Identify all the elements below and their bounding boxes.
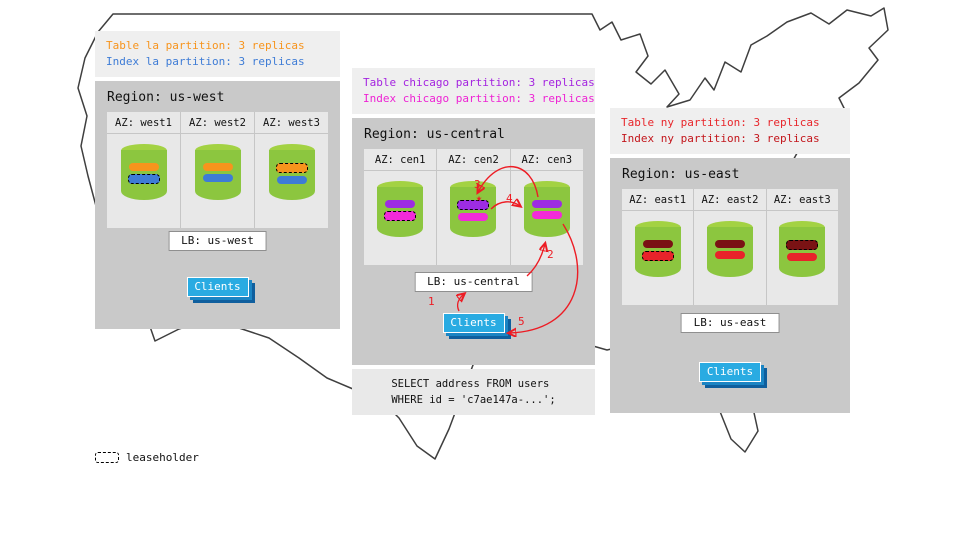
cylinder-body — [779, 227, 826, 277]
db-node-cylinder — [120, 144, 167, 200]
cylinder-body — [268, 150, 315, 200]
db-node-cylinder — [706, 221, 753, 277]
clients-us-east: Clients — [699, 362, 761, 382]
replica-bars — [195, 163, 241, 182]
table-replica-bar — [128, 163, 159, 171]
region-title: Region: us-central — [364, 127, 505, 142]
region-us-east: Region: us-east AZ: east1 AZ: east2 — [610, 158, 850, 413]
az-east2: AZ: east2 — [693, 189, 766, 305]
load-balancer-us-east: LB: us-east — [680, 313, 780, 333]
annotation-line: Index chicago partition: 3 replicas — [363, 92, 595, 105]
region-title: Region: us-west — [107, 90, 225, 105]
leaseholder-dashed-icon — [95, 452, 119, 463]
az-label: AZ: west1 — [107, 112, 180, 134]
step-4-label: 4 — [506, 192, 513, 205]
replica-bars — [269, 163, 315, 184]
az-strip-us-central: AZ: cen1 AZ: cen2 — [364, 149, 583, 265]
table-replica-bar — [202, 163, 233, 171]
az-label: AZ: east1 — [622, 189, 694, 211]
replica-bars — [121, 163, 167, 184]
az-label: AZ: east3 — [766, 189, 838, 211]
table-replica-bar — [385, 200, 416, 208]
az-east3: AZ: east3 — [765, 189, 838, 305]
az-cen2: AZ: cen2 — [436, 149, 510, 265]
index-replica-bar — [127, 174, 160, 184]
clients-us-west: Clients — [186, 277, 249, 297]
az-label: AZ: west2 — [181, 112, 254, 134]
partition-annotation-us-central: Table chicago partition: 3 replicas Inde… — [352, 68, 595, 114]
az-cen1: AZ: cen1 — [364, 149, 437, 265]
db-node-cylinder — [523, 181, 570, 237]
table-replica-bar — [457, 200, 490, 210]
az-label: AZ: east2 — [694, 189, 766, 211]
index-replica-bar — [787, 253, 818, 261]
partition-annotation-us-east: Table ny partition: 3 replicas Index ny … — [610, 108, 850, 154]
region-group-us-west: Table la partition: 3 replicas Index la … — [95, 31, 340, 329]
az-strip-us-west: AZ: west1 AZ: west2 — [107, 112, 328, 228]
index-replica-bar — [276, 176, 307, 184]
region-group-us-east: Table ny partition: 3 replicas Index ny … — [610, 108, 850, 413]
index-replica-bar — [202, 174, 233, 182]
annotation-line: Index la partition: 3 replicas — [106, 55, 305, 68]
table-replica-bar — [642, 240, 673, 248]
clients-us-central: Clients — [442, 313, 505, 333]
az-west2: AZ: west2 — [180, 112, 254, 228]
az-west3: AZ: west3 — [254, 112, 328, 228]
az-west1: AZ: west1 — [107, 112, 180, 228]
replica-bars — [635, 240, 681, 261]
db-node-cylinder — [194, 144, 241, 200]
load-balancer-us-west: LB: us-west — [168, 231, 267, 251]
step-1-label: 1 — [428, 295, 435, 308]
az-label: AZ: cen1 — [364, 149, 437, 171]
db-node-cylinder — [268, 144, 315, 200]
db-node-cylinder — [634, 221, 681, 277]
annotation-line: Index ny partition: 3 replicas — [621, 132, 820, 145]
index-replica-bar — [384, 211, 417, 221]
annotation-line: Table la partition: 3 replicas — [106, 39, 305, 52]
partition-annotation-us-west: Table la partition: 3 replicas Index la … — [95, 31, 340, 77]
index-replica-bar — [714, 251, 745, 259]
db-node-cylinder — [450, 181, 497, 237]
legend: leaseholder — [95, 451, 199, 464]
az-east1: AZ: east1 — [622, 189, 694, 305]
sql-query-box: SELECT address FROM users WHERE id = 'c7… — [352, 369, 595, 415]
replica-bars — [377, 200, 423, 221]
az-label: AZ: cen2 — [437, 149, 510, 171]
db-node-cylinder — [779, 221, 826, 277]
leaseholder-star-icon: ★ — [476, 193, 483, 204]
replica-bars — [450, 200, 496, 221]
index-replica-bar — [458, 213, 489, 221]
db-node-cylinder — [377, 181, 424, 237]
region-us-central: Region: us-central AZ: cen1 AZ: cen2 — [352, 118, 595, 365]
replica-bars — [707, 240, 753, 259]
replica-bars — [524, 200, 570, 219]
table-replica-bar — [714, 240, 745, 248]
replica-bars — [779, 240, 825, 261]
index-replica-bar — [641, 251, 674, 261]
region-group-us-central: Table chicago partition: 3 replicas Inde… — [352, 68, 595, 415]
table-replica-bar — [786, 240, 819, 250]
legend-label: leaseholder — [126, 451, 199, 464]
az-label: AZ: west3 — [255, 112, 328, 134]
annotation-line: Table chicago partition: 3 replicas — [363, 76, 595, 89]
sql-line: WHERE id = 'c7ae147a-...'; — [391, 394, 556, 406]
az-label: AZ: cen3 — [510, 149, 583, 171]
sql-query: SELECT address FROM users WHERE id = 'c7… — [391, 376, 555, 408]
load-balancer-us-central: LB: us-central — [414, 272, 533, 292]
step-5-label: 5 — [518, 315, 525, 328]
step-3-label: 3 — [474, 178, 481, 191]
index-replica-bar — [531, 211, 562, 219]
annotation-line: Table ny partition: 3 replicas — [621, 116, 820, 129]
table-replica-bar — [531, 200, 562, 208]
step-2-label: 2 — [547, 248, 554, 261]
region-title: Region: us-east — [622, 167, 740, 182]
table-replica-bar — [275, 163, 308, 173]
region-us-west: Region: us-west AZ: west1 AZ: west2 — [95, 81, 340, 329]
az-strip-us-east: AZ: east1 AZ: east2 — [622, 189, 838, 305]
sql-line: SELECT address FROM users — [391, 378, 550, 390]
